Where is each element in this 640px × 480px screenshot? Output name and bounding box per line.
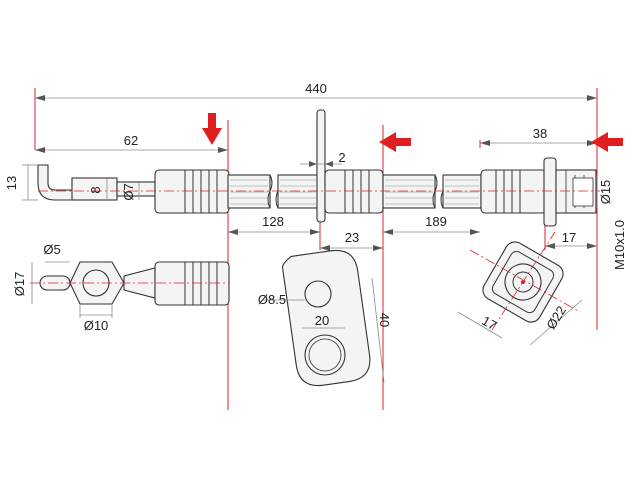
dim-dia-10: Ø10 (79, 304, 113, 333)
dim-right-segment: 38 (480, 126, 597, 146)
dim-dia-17: Ø17 (12, 262, 33, 304)
svg-text:8: 8 (88, 186, 103, 193)
svg-text:Ø5: Ø5 (43, 242, 60, 257)
svg-text:2: 2 (338, 150, 345, 165)
right-view-centerlines (469, 231, 581, 331)
dim-bracket-height: 40 (371, 277, 392, 383)
dim-left-segment: 62 (35, 133, 228, 153)
svg-text:40: 40 (377, 313, 392, 327)
svg-text:20: 20 (315, 313, 329, 328)
svg-text:Ø15: Ø15 (598, 180, 613, 205)
svg-text:Ø10: Ø10 (84, 318, 109, 333)
svg-text:Ø22: Ø22 (543, 303, 569, 332)
dim-len-189: 189 (383, 214, 480, 235)
svg-text:Ø8.5: Ø8.5 (258, 292, 286, 307)
svg-text:62: 62 (124, 133, 138, 148)
red-arrow-left-icon-2 (591, 132, 623, 152)
dim-bracket-thickness: 2 (300, 150, 346, 167)
dim-bracket-width: 20 (302, 313, 345, 329)
dim-hex-17: 17 (457, 311, 503, 339)
red-arrow-down-icon (202, 113, 222, 145)
dim-len-23: 23 (320, 230, 383, 251)
svg-text:38: 38 (533, 126, 547, 141)
left-fitting-view (30, 261, 230, 306)
svg-text:128: 128 (262, 214, 284, 229)
svg-text:17: 17 (562, 230, 576, 245)
svg-text:23: 23 (345, 230, 359, 245)
svg-text:Ø7: Ø7 (121, 183, 136, 200)
dim-thread: M10x1.0 (612, 220, 627, 270)
svg-text:13: 13 (4, 176, 19, 190)
dim-width-8: 8 (88, 178, 108, 200)
svg-text:189: 189 (425, 214, 447, 229)
dim-len-17-fitting: 17 (545, 230, 597, 249)
hose-main-view (37, 109, 600, 227)
dim-dia-7: Ø7 (121, 182, 140, 201)
svg-text:17: 17 (479, 313, 499, 333)
dim-height-13: 13 (4, 164, 38, 201)
dim-dia-5: Ø5 (43, 242, 70, 263)
dim-len-128: 128 (228, 214, 320, 235)
svg-text:Ø17: Ø17 (12, 272, 27, 297)
red-arrow-left-icon (379, 132, 411, 152)
bracket-plate-view (282, 249, 371, 387)
dim-dia-15: Ø15 (596, 175, 613, 208)
svg-text:M10x1.0: M10x1.0 (612, 220, 627, 270)
dim-dia-8-5: Ø8.5 (258, 292, 305, 307)
svg-text:440: 440 (305, 81, 327, 96)
dim-overall-length: 440 (35, 81, 597, 101)
